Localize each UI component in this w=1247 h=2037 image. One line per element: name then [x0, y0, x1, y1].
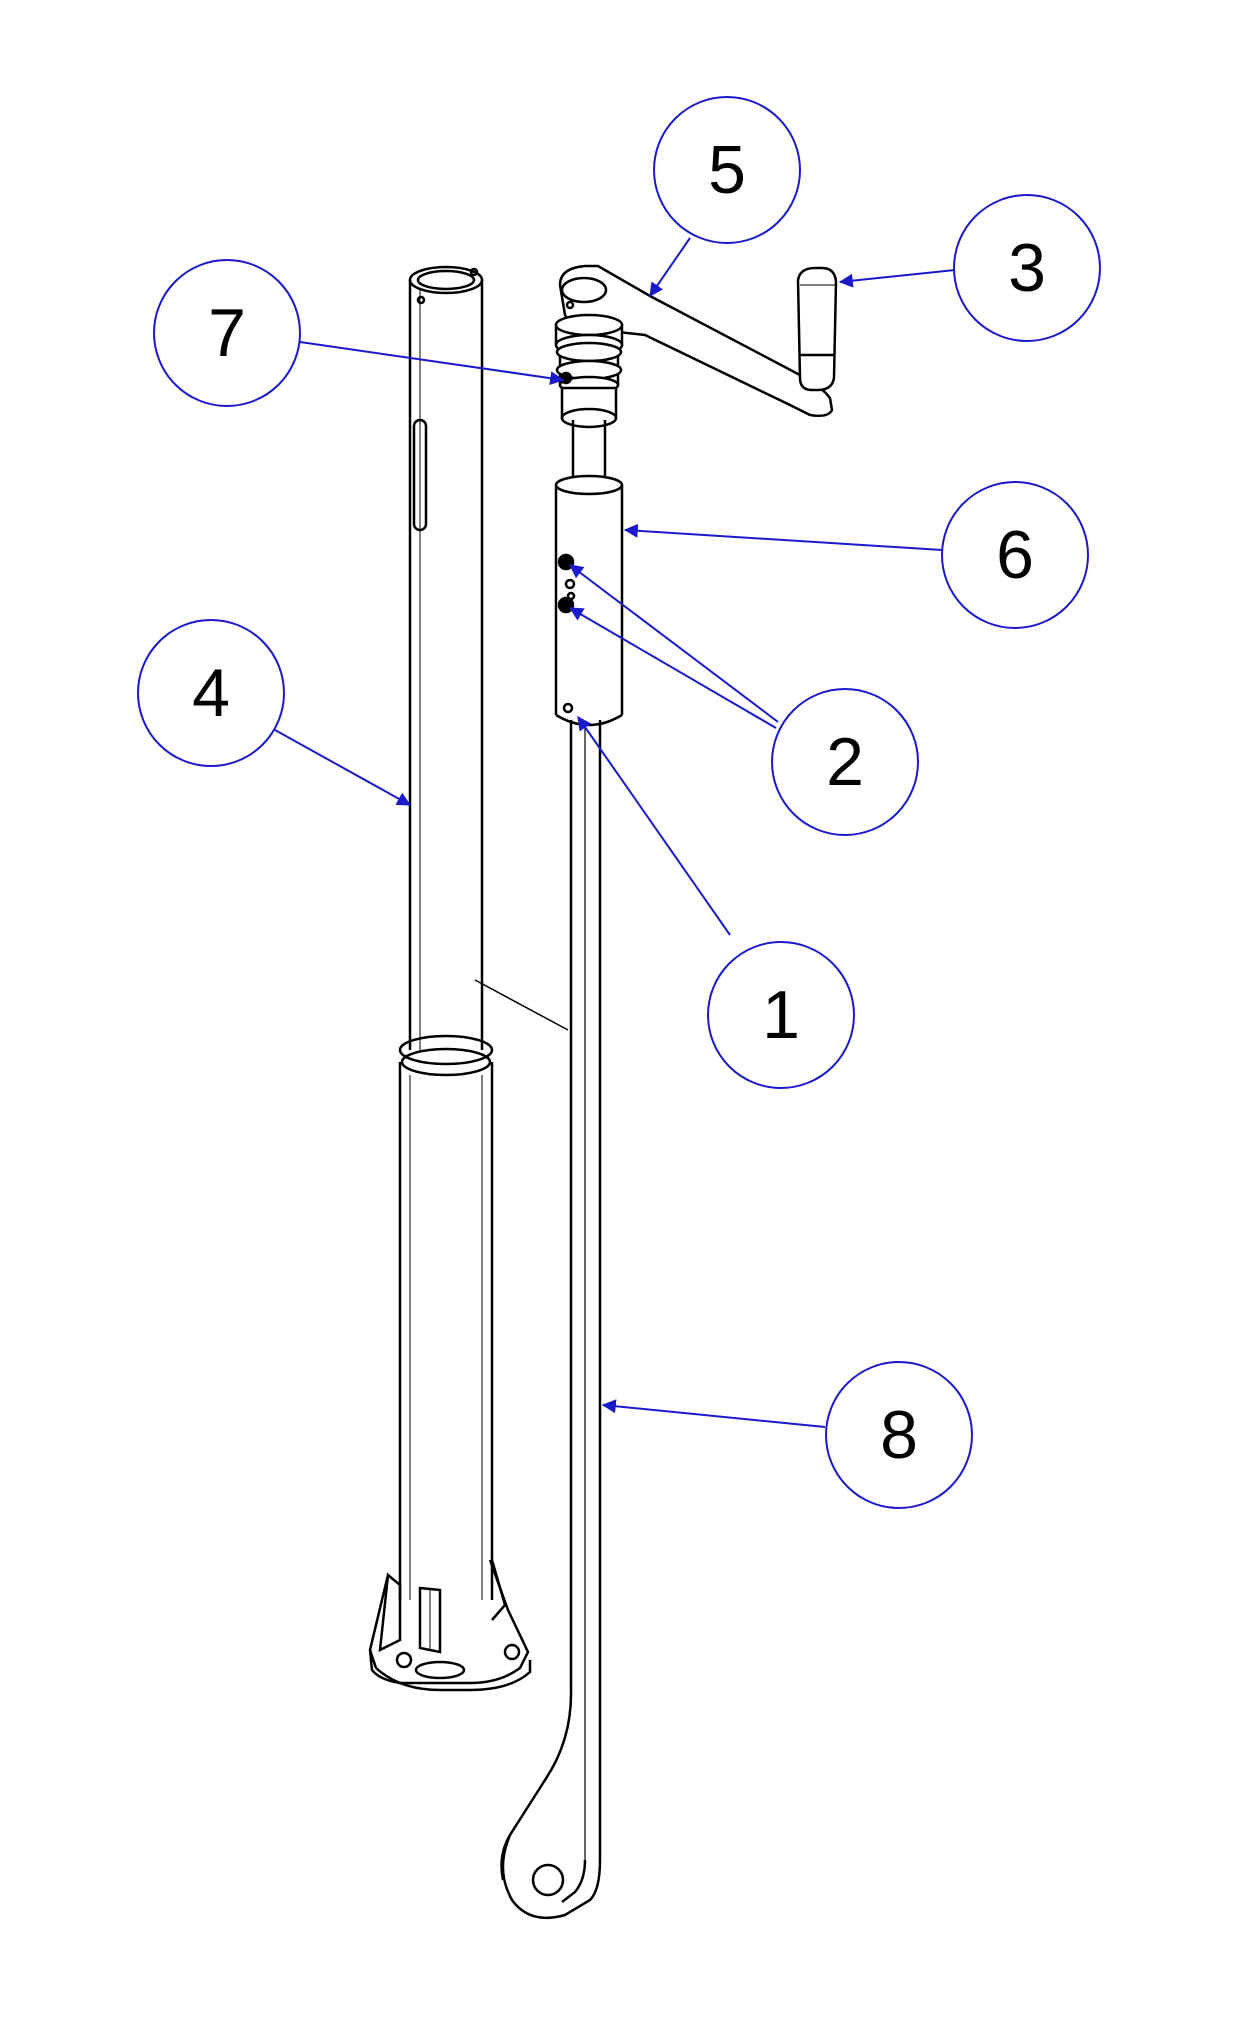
balloon-6: 6	[941, 481, 1089, 629]
balloon-5-label: 5	[708, 132, 746, 208]
balloon-7: 7	[153, 259, 301, 407]
leader-2a	[569, 564, 779, 723]
balloon-4-label: 4	[192, 655, 230, 731]
balloon-2-label: 2	[826, 724, 864, 800]
balloon-3: 3	[953, 194, 1101, 342]
outer-tube	[398, 265, 569, 1600]
leader-4	[274, 729, 412, 806]
leader-5	[649, 237, 691, 297]
balloon-1: 1	[707, 941, 855, 1089]
leader-8	[601, 1399, 826, 1428]
balloon-1-label: 1	[762, 977, 800, 1053]
balloon-2: 2	[771, 688, 919, 836]
crank-handle	[558, 264, 838, 418]
balloon-8: 8	[825, 1361, 973, 1509]
rod	[500, 720, 602, 1920]
leader-3	[838, 269, 956, 288]
leaders	[274, 237, 956, 1428]
balloon-7-label: 7	[208, 295, 246, 371]
upper-shaft	[571, 420, 607, 480]
sleeve	[554, 474, 624, 727]
balloon-8-label: 8	[880, 1397, 918, 1473]
balloon-4: 4	[137, 619, 285, 767]
leader-2b	[568, 607, 777, 729]
hub-collar	[554, 313, 624, 429]
balloon-3-label: 3	[1008, 230, 1046, 306]
leader-7	[299, 341, 565, 386]
base-plate	[368, 1559, 532, 1692]
leader-6	[623, 523, 943, 551]
leader-1	[577, 716, 731, 936]
balloon-5: 5	[653, 96, 801, 244]
balloon-6-label: 6	[996, 517, 1034, 593]
